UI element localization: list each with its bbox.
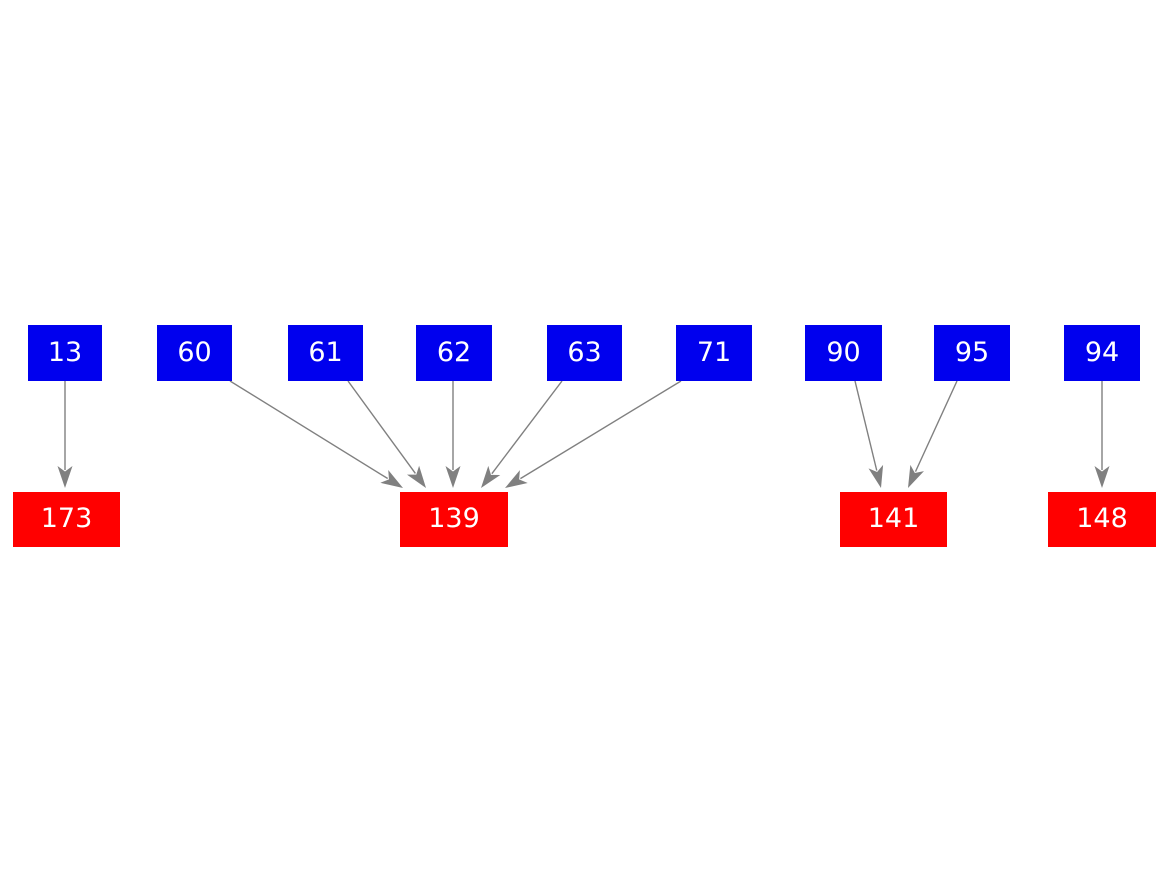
graph-node-62[interactable]: 62: [416, 325, 492, 381]
graph-node-148[interactable]: 148: [1048, 492, 1156, 547]
graph-node-90[interactable]: 90: [805, 325, 882, 381]
edge-line: [854, 380, 878, 471]
node-label: 173: [40, 503, 93, 534]
graph-node-71[interactable]: 71: [676, 325, 752, 381]
edge-arrowhead: [868, 464, 884, 488]
graph-node-141[interactable]: 141: [840, 492, 947, 547]
graph-node-13[interactable]: 13: [28, 325, 102, 381]
edge-arrowhead: [505, 470, 528, 488]
node-label: 71: [696, 336, 732, 368]
graph-node-139[interactable]: 139: [400, 492, 508, 547]
edge-arrowhead: [445, 466, 461, 488]
edge-line: [491, 380, 563, 475]
edge-arrowhead: [481, 465, 501, 488]
graph-edge-63-to-139: [481, 380, 563, 488]
node-label: 90: [826, 336, 861, 368]
edge-arrowhead: [380, 470, 403, 488]
node-label: 94: [1084, 336, 1120, 368]
edge-line: [229, 380, 389, 480]
graph-node-173[interactable]: 173: [13, 492, 120, 547]
graph-edge-62-to-139: [445, 381, 461, 488]
node-label: 95: [954, 336, 990, 368]
graph-edge-71-to-139: [505, 380, 682, 488]
edge-arrowhead: [1094, 466, 1110, 488]
edge-arrowhead: [57, 466, 73, 488]
node-label: 63: [567, 336, 602, 368]
graph-node-60[interactable]: 60: [157, 325, 232, 381]
node-label: 139: [428, 503, 480, 534]
node-label: 60: [177, 336, 212, 368]
node-label: 148: [1076, 503, 1128, 534]
graph-edge-94-to-148: [1094, 381, 1110, 488]
graph-node-95[interactable]: 95: [934, 325, 1010, 381]
node-label: 62: [436, 336, 472, 368]
graph-node-63[interactable]: 63: [547, 325, 622, 381]
edge-line: [520, 380, 682, 480]
graph-node-61[interactable]: 61: [288, 325, 363, 381]
graph-edge-61-to-139: [347, 380, 426, 488]
edge-line: [914, 380, 958, 472]
edge-line: [347, 380, 416, 474]
edge-arrowhead: [908, 464, 924, 488]
graph-edge-90-to-141: [854, 380, 884, 488]
edge-arrowhead: [406, 465, 426, 488]
node-label: 61: [308, 336, 343, 368]
graph-node-94[interactable]: 94: [1064, 325, 1140, 381]
graph-edge-95-to-141: [908, 380, 958, 488]
node-label: 13: [47, 336, 83, 368]
graph-edge-60-to-139: [229, 380, 403, 488]
graph-edge-13-to-173: [57, 381, 73, 488]
node-label: 141: [867, 503, 920, 534]
